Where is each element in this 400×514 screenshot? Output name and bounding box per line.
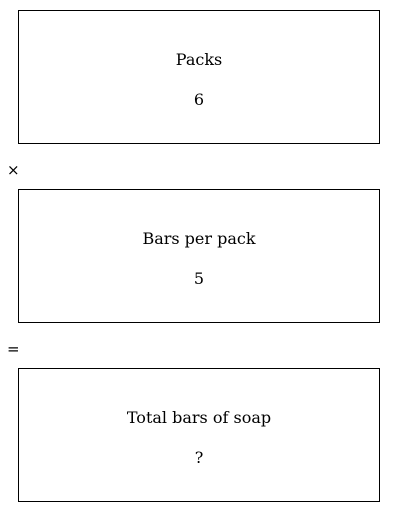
total-bars-value: ?: [194, 448, 204, 467]
bars-per-pack-value: 5: [193, 269, 205, 288]
total-bars-box: Total bars of soap ?: [18, 368, 380, 502]
equals-operator: =: [7, 340, 20, 358]
packs-box: Packs 6: [18, 10, 380, 144]
multiply-operator: ×: [7, 161, 20, 179]
total-bars-label: Total bars of soap: [126, 408, 272, 427]
packs-label: Packs: [175, 50, 223, 69]
bars-per-pack-box: Bars per pack 5: [18, 189, 380, 323]
packs-value: 6: [193, 90, 205, 109]
bars-per-pack-label: Bars per pack: [142, 229, 256, 248]
